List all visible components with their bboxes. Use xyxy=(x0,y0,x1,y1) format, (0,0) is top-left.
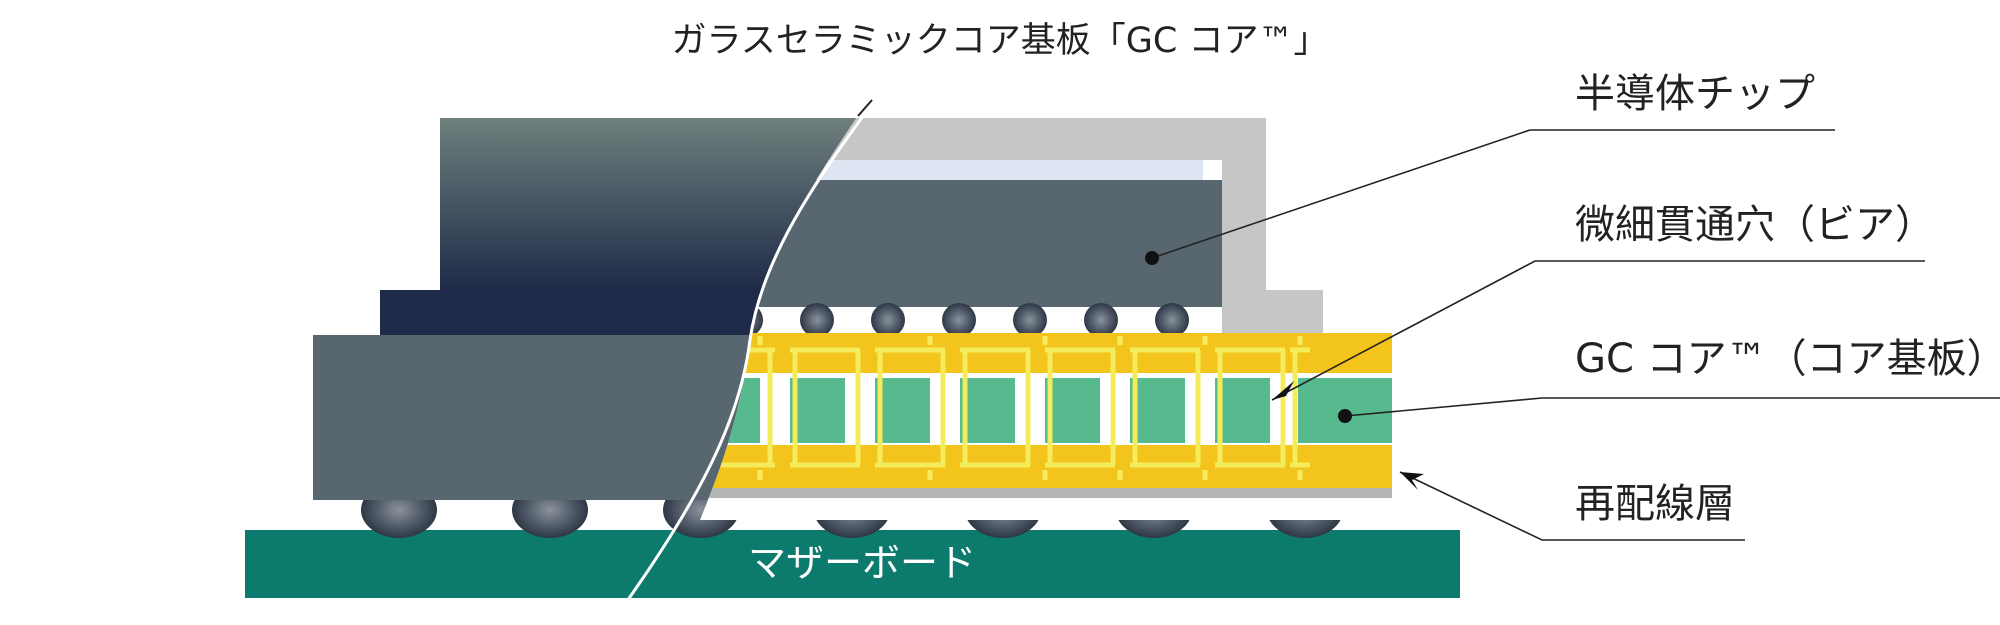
pointer-dot-core xyxy=(1338,409,1352,423)
core-block xyxy=(1130,378,1185,443)
motherboard xyxy=(245,530,1460,598)
leader-chip xyxy=(1151,129,1835,259)
micro-bump xyxy=(800,303,834,337)
arrowhead-via xyxy=(1272,381,1300,400)
leader-via xyxy=(1271,260,1925,401)
lid-frame xyxy=(700,118,1323,333)
core-block xyxy=(1215,378,1270,443)
package-step xyxy=(380,290,810,335)
cutaway-line-tip xyxy=(857,99,873,117)
label-redistribution-layer: 再配線層 xyxy=(1575,481,1735,527)
label-via: 微細貫通穴（ビア） xyxy=(1575,202,1935,248)
micro-bump xyxy=(942,303,976,337)
diagram-title: ガラスセラミックコア基板「GC コア™」 xyxy=(672,21,1329,61)
leader-lines xyxy=(1151,129,2000,541)
core-block xyxy=(1045,378,1100,443)
thermal-interface xyxy=(800,160,1203,180)
micro-bump xyxy=(1155,303,1189,337)
via-wiring xyxy=(706,336,1310,480)
core-block xyxy=(960,378,1015,443)
cutaway-interior xyxy=(700,98,1500,520)
micro-bump xyxy=(871,303,905,337)
leader-rdl xyxy=(1399,471,1745,541)
motherboard-label: マザーボード xyxy=(748,541,976,585)
pointer-dot-chip xyxy=(1145,251,1159,265)
label-semiconductor-chip: 半導体チップ xyxy=(1575,71,1815,117)
arrowhead-rdl xyxy=(1400,472,1424,490)
cutaway-line xyxy=(613,99,877,619)
leader-core xyxy=(1344,397,2000,417)
micro-bump xyxy=(1084,303,1118,337)
core-block xyxy=(790,378,845,443)
gc-core-blocks xyxy=(705,378,1392,443)
label-gc-core: GC コア™（コア基板） xyxy=(1575,336,2000,382)
micro-bump xyxy=(1013,303,1047,337)
core-block xyxy=(875,378,930,443)
redistribution-base xyxy=(700,488,1392,498)
